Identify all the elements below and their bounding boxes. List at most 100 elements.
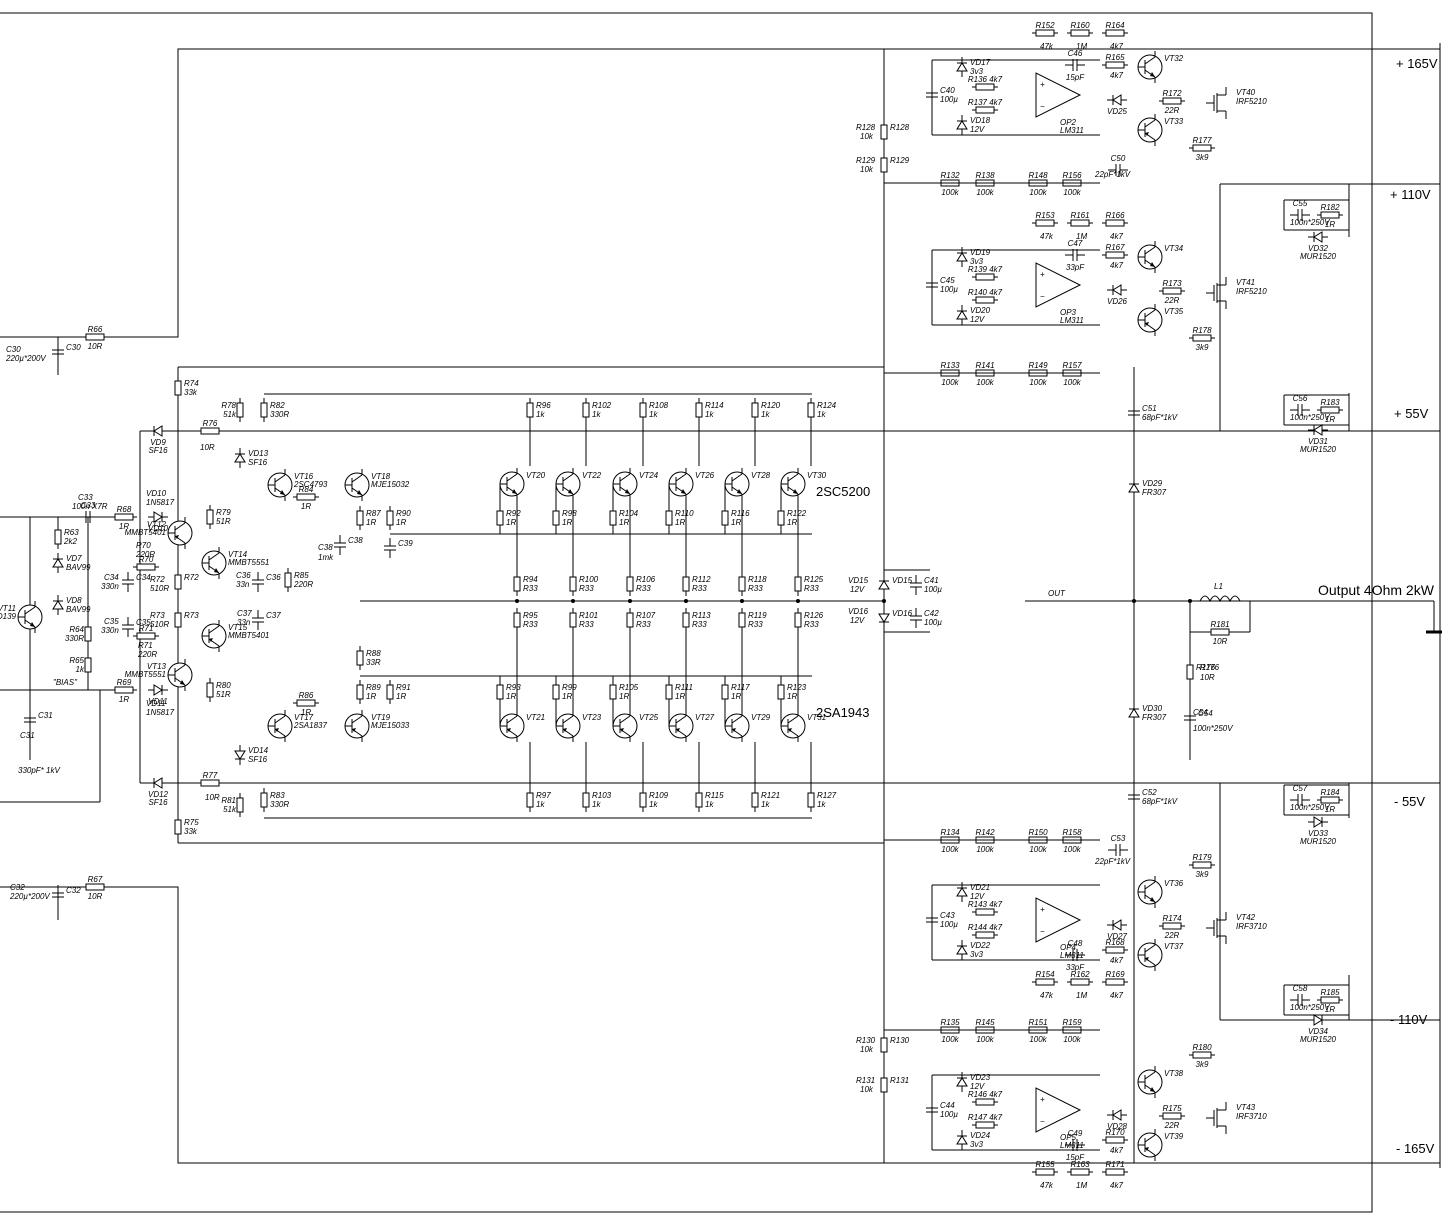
- diode-body: [1128, 708, 1140, 718]
- resistor-ref: R97: [536, 791, 551, 800]
- resistor-value: 1k: [705, 800, 714, 809]
- rail-m110-label: - 110V: [1390, 1012, 1428, 1027]
- transistor-vt36: VT36: [1137, 876, 1184, 908]
- opamp-ref: OP5: [1060, 1133, 1077, 1142]
- resistor-body: [1105, 61, 1125, 69]
- part-label: 4k7: [1110, 71, 1123, 80]
- capacitor-value: 100µ: [940, 1110, 958, 1119]
- transistor-vt31: VT31: [780, 710, 826, 742]
- transistor-vt39: VT39: [1137, 1129, 1184, 1161]
- resistor-value: 22R: [1164, 106, 1180, 115]
- resistor-ref: R114: [705, 401, 724, 410]
- resistor-r154: R154: [1032, 970, 1058, 986]
- resistor-ref: R108: [649, 401, 669, 410]
- wire: [208, 625, 220, 634]
- wire: [787, 715, 799, 724]
- transistor-ref: VT19: [371, 713, 391, 722]
- capacitor-ref: C58: [1293, 984, 1308, 993]
- emitter-arrow: [275, 728, 279, 732]
- resistor-ref: R63: [64, 528, 79, 537]
- resistor-body: [975, 106, 995, 114]
- diode-value: MUR1520: [1300, 445, 1337, 454]
- resistor-value: 1R: [366, 518, 376, 527]
- resistor-ref: R174: [1162, 914, 1182, 923]
- transistor-type: MMBT5401: [228, 631, 269, 640]
- resistor-value: 10R: [1213, 637, 1228, 646]
- resistor-r176: R176: [1186, 660, 1216, 684]
- resistor-body: [975, 908, 995, 916]
- transistor-type: MMBT5401: [125, 528, 166, 537]
- wire: [731, 715, 743, 724]
- capacitor-ref: C33: [81, 501, 96, 510]
- part-label: 1mk: [318, 553, 334, 562]
- resistor-body: [1320, 996, 1340, 1004]
- diode-ref: VD31: [1308, 437, 1328, 446]
- diode-value: SF16: [148, 798, 168, 807]
- resistor-ref: R173: [1162, 279, 1182, 288]
- output-column-6: R1241kR1271kVT30VT31R1221RR1231RR125R33R…: [777, 398, 837, 812]
- resistor-ref: R76: [203, 419, 218, 428]
- resistor-body: [639, 402, 647, 418]
- resistor-r168: R168: [1102, 938, 1128, 954]
- emitter-arrow: [280, 490, 285, 495]
- resistor-value: R33: [692, 620, 707, 629]
- opamp-ref: OP4: [1060, 943, 1077, 952]
- resistor-value: 1R: [396, 692, 406, 701]
- resistor-r160: R160: [1067, 21, 1093, 37]
- diode-body: [52, 600, 64, 610]
- capacitor-ref: C39: [398, 539, 413, 548]
- resistor-body: [609, 510, 617, 526]
- resistor-value: 1R: [675, 692, 685, 701]
- resistor-value: 100k: [976, 188, 994, 197]
- opamp-body: [1035, 1087, 1082, 1133]
- wire: [1144, 309, 1156, 318]
- transistor-vt30: VT30: [780, 468, 827, 500]
- resistor-body: [85, 333, 105, 341]
- emitter-arrow: [1145, 322, 1149, 326]
- resistor-ref: R147 4k7: [968, 1113, 1003, 1122]
- resistor-body: [880, 157, 888, 173]
- resistor-value: R33: [748, 620, 763, 629]
- resistor-value: 1k: [817, 800, 826, 809]
- diode-ref: VD13: [248, 449, 269, 458]
- resistor-body: [1162, 97, 1182, 105]
- resistor-r71: R71: [133, 624, 159, 640]
- resistor-body: [136, 563, 156, 571]
- resistor-ref: R64: [69, 625, 84, 634]
- capacitor-ref: C55: [1293, 199, 1308, 208]
- part-label: C32: [10, 883, 25, 892]
- resistor-body: [513, 576, 521, 592]
- diode-value: 3v3: [970, 1140, 983, 1149]
- mosfet-type: IRF5210: [1236, 287, 1267, 296]
- resistor-ref: R68: [117, 505, 132, 514]
- transistor-vt35: VT35: [1137, 304, 1184, 336]
- resistor-body: [1105, 251, 1125, 259]
- mosfet-ref: VT41: [1236, 278, 1255, 287]
- diode-body: [1313, 424, 1323, 436]
- resistor-ref: R185: [1320, 988, 1340, 997]
- resistor-body: [1070, 978, 1090, 986]
- resistor-body: [356, 650, 364, 666]
- capacitor-ref: C47: [1068, 239, 1083, 248]
- emitter-arrow: [620, 728, 624, 732]
- resistor-ref: R136 4k7: [968, 75, 1003, 84]
- resistor-ref: R125: [804, 575, 824, 584]
- emitter-arrow: [1145, 957, 1149, 961]
- resistor-r164: R164: [1102, 21, 1128, 37]
- capacitor-value: 100µ: [940, 920, 958, 929]
- diode-ref: VD18: [970, 116, 991, 125]
- resistor-value: R33: [579, 584, 594, 593]
- capacitor-c55: C55: [1290, 199, 1310, 221]
- resistor-body: [1105, 946, 1125, 954]
